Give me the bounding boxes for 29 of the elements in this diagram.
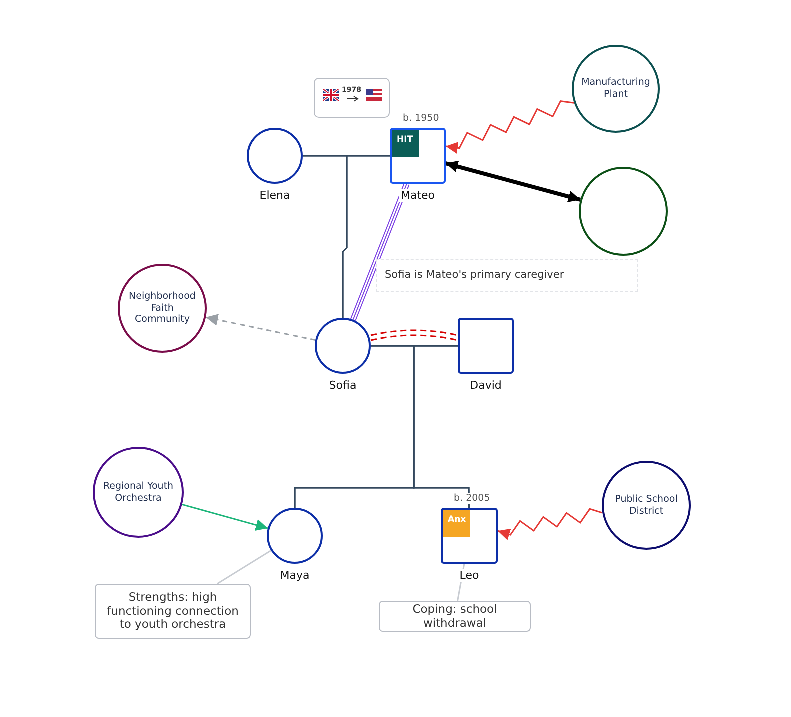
condition-badge: Anx: [443, 510, 470, 537]
resource-name: Manufacturing Plant: [580, 77, 652, 101]
resource-name: Regional Youth Orchestra: [102, 480, 175, 504]
connector-line: [342, 155, 390, 318]
arrow: [446, 100, 574, 154]
callout-box: Coping: school withdrawal: [379, 601, 531, 632]
person-name: David: [468, 379, 504, 392]
person-name: Mateo: [398, 189, 438, 202]
resource-name: Neighborhood Faith Community: [128, 290, 197, 326]
connector-line: [370, 330, 459, 342]
connector-line: [350, 182, 410, 322]
callout-box: Strengths: high functioning connection to youth orchestra: [95, 584, 251, 639]
leader-line: [217, 550, 272, 585]
arrow: [206, 314, 316, 342]
migration-box: [314, 78, 390, 118]
birth-year-label: b. 1950: [402, 113, 440, 124]
person-name: Maya: [278, 569, 312, 582]
birth-year-label: b. 2005: [453, 493, 492, 504]
connector-line: [413, 345, 470, 508]
resource-name: Public School District: [614, 494, 679, 518]
person-name: Elena: [258, 189, 292, 202]
person-name: Leo: [458, 569, 482, 582]
condition-badge: HIT: [392, 130, 419, 157]
note-box: Sofia is Mateo's primary caregiver: [376, 259, 638, 292]
leader-line: [457, 564, 466, 602]
double-arrow: [445, 160, 582, 203]
arrow: [498, 508, 603, 540]
person-name: Sofia: [327, 379, 359, 392]
arrow: [182, 504, 268, 532]
